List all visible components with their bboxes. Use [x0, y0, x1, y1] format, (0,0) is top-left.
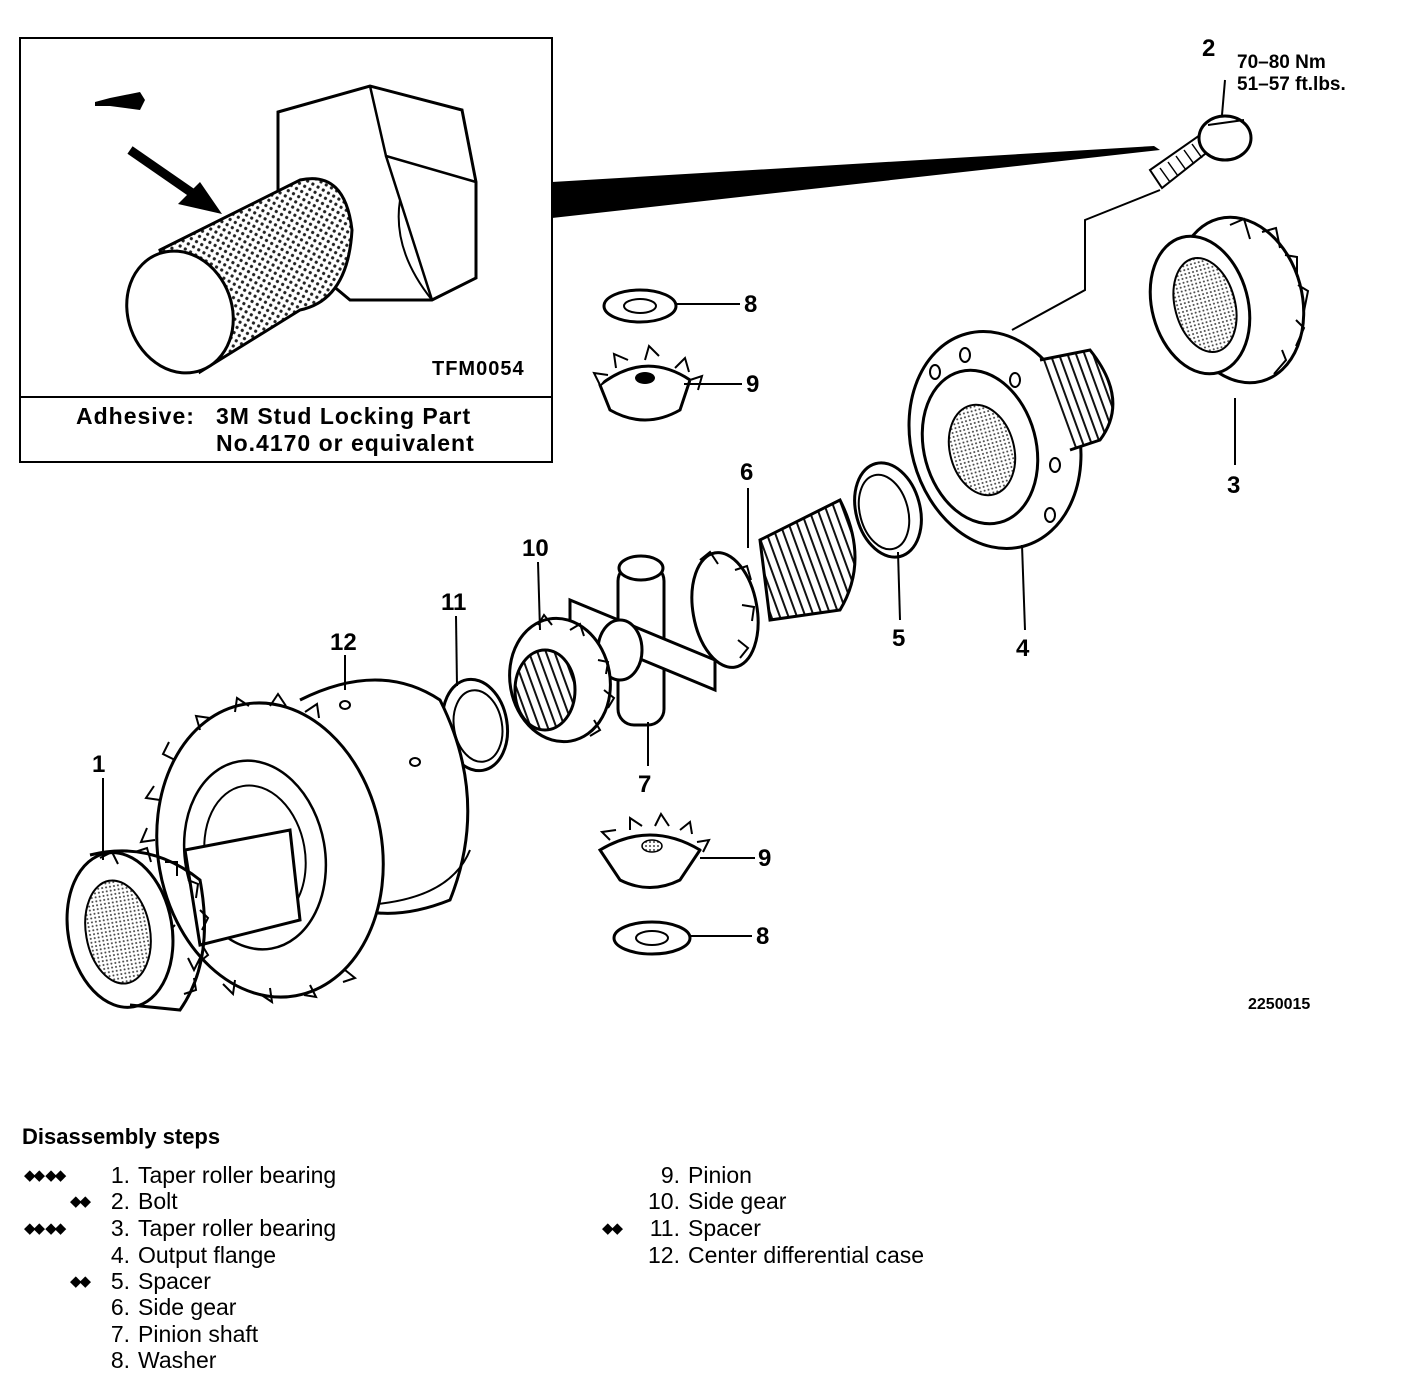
callout-6: 6	[740, 459, 753, 486]
callout-10: 10	[522, 535, 549, 562]
step-5-text: Spacer	[138, 1268, 211, 1294]
step-4-text: Output flange	[138, 1242, 277, 1268]
adhesive-line-1: 3M Stud Locking Part	[216, 403, 472, 429]
step-10-num: 10.	[648, 1188, 680, 1214]
step-1-marks: ◆◆ ◆◆	[24, 1167, 66, 1184]
step-4: 4. Output flange	[96, 1242, 276, 1269]
step-10: 10. Side gear	[646, 1188, 786, 1215]
leader-lines	[102, 79, 1236, 937]
step-11-num: 11.	[649, 1215, 680, 1241]
side-gear-part-10	[508, 613, 616, 744]
callout-12: 12	[330, 629, 357, 656]
step-5-num: 5.	[110, 1268, 130, 1294]
callout-4: 4	[1016, 635, 1030, 662]
bolt-shank-drawing	[125, 177, 354, 375]
step-12-text: Center differential case	[688, 1242, 925, 1268]
step-5: 5. Spacer	[96, 1268, 211, 1295]
step-7-num: 7.	[110, 1321, 130, 1347]
spacer-part-5	[853, 461, 923, 559]
step-2-text: Bolt	[138, 1188, 178, 1214]
step-3-text: Taper roller bearing	[138, 1215, 337, 1241]
torque-nm: 70–80 Nm	[1237, 52, 1326, 73]
step-6-num: 6.	[110, 1294, 130, 1320]
adhesive-inset	[19, 37, 553, 463]
step-7-text: Pinion shaft	[138, 1321, 259, 1347]
adhesive-tube-icon	[95, 92, 145, 110]
step-5-marks: ◆◆	[70, 1273, 91, 1290]
step-2: 2. Bolt	[96, 1188, 178, 1215]
step-8: 8. Washer	[96, 1347, 217, 1374]
steps-title: Disassembly steps	[22, 1124, 221, 1149]
step-1: 1. Taper roller bearing	[96, 1162, 336, 1189]
callout-7: 7	[638, 771, 651, 798]
step-9-num: 9.	[660, 1162, 680, 1188]
center-differential-case-part-12	[139, 678, 471, 1005]
inset-code: TFM0054	[432, 358, 525, 380]
callout-5: 5	[892, 625, 905, 652]
step-3-num: 3.	[110, 1215, 130, 1241]
step-7: 7. Pinion shaft	[96, 1321, 258, 1348]
step-6: 6. Side gear	[96, 1294, 237, 1321]
side-gear-part-6	[690, 497, 857, 669]
torque-ftlbs: 51–57 ft.lbs.	[1237, 74, 1346, 95]
pinion-part-9-bottom	[597, 812, 711, 889]
bolt-part-2	[1148, 114, 1253, 190]
step-3: 3. Taper roller bearing	[96, 1215, 336, 1242]
callout-8-top: 8	[744, 291, 757, 318]
apply-arrow-icon	[127, 146, 222, 214]
step-8-num: 8.	[110, 1347, 130, 1373]
adhesive-line-2: No.4170 or equivalent	[216, 430, 475, 456]
exploded-view-diagram: 1 2 3 4 5 6 7 8 8 9 9 10 11 12	[19, 35, 1310, 1012]
taper-roller-bearing-part-3	[1148, 215, 1310, 385]
step-2-num: 2.	[110, 1188, 130, 1214]
callout-11: 11	[441, 589, 466, 616]
output-flange-part-4	[907, 330, 1115, 550]
callout-9-top: 9	[746, 371, 759, 398]
step-11: 11. Spacer	[646, 1215, 761, 1242]
callout-8-bottom: 8	[756, 923, 769, 950]
step-6-text: Side gear	[138, 1294, 237, 1320]
step-3-marks: ◆◆ ◆◆	[24, 1220, 66, 1237]
step-12-num: 12.	[648, 1242, 680, 1268]
step-8-text: Washer	[138, 1347, 217, 1373]
step-1-num: 1.	[110, 1162, 130, 1188]
step-10-text: Side gear	[688, 1188, 787, 1214]
figure-code: 2250015	[1248, 996, 1311, 1013]
adhesive-label: Adhesive:	[76, 403, 195, 429]
step-9: 9. Pinion	[646, 1162, 752, 1189]
step-11-text: Spacer	[688, 1215, 761, 1241]
callout-2: 2	[1202, 35, 1215, 62]
step-2-marks: ◆◆	[70, 1193, 91, 1210]
step-9-text: Pinion	[688, 1162, 752, 1188]
step-4-num: 4.	[110, 1242, 130, 1268]
callout-9-bottom: 9	[758, 845, 771, 872]
callout-3: 3	[1227, 472, 1240, 499]
taper-roller-bearing-part-1	[65, 846, 210, 1012]
washer-part-8-bottom	[612, 920, 692, 956]
callout-1: 1	[92, 751, 105, 778]
step-12: 12. Center differential case	[646, 1242, 924, 1269]
pinion-part-9-top	[592, 344, 704, 422]
step-1-text: Taper roller bearing	[138, 1162, 337, 1188]
callout-labels: 1 2 3 4 5 6 7 8 8 9 9 10 11 12	[92, 35, 1240, 950]
washer-part-8-top	[602, 288, 678, 324]
inset-leader-wedge	[552, 146, 1160, 218]
step-11-marks: ◆◆	[602, 1220, 623, 1237]
